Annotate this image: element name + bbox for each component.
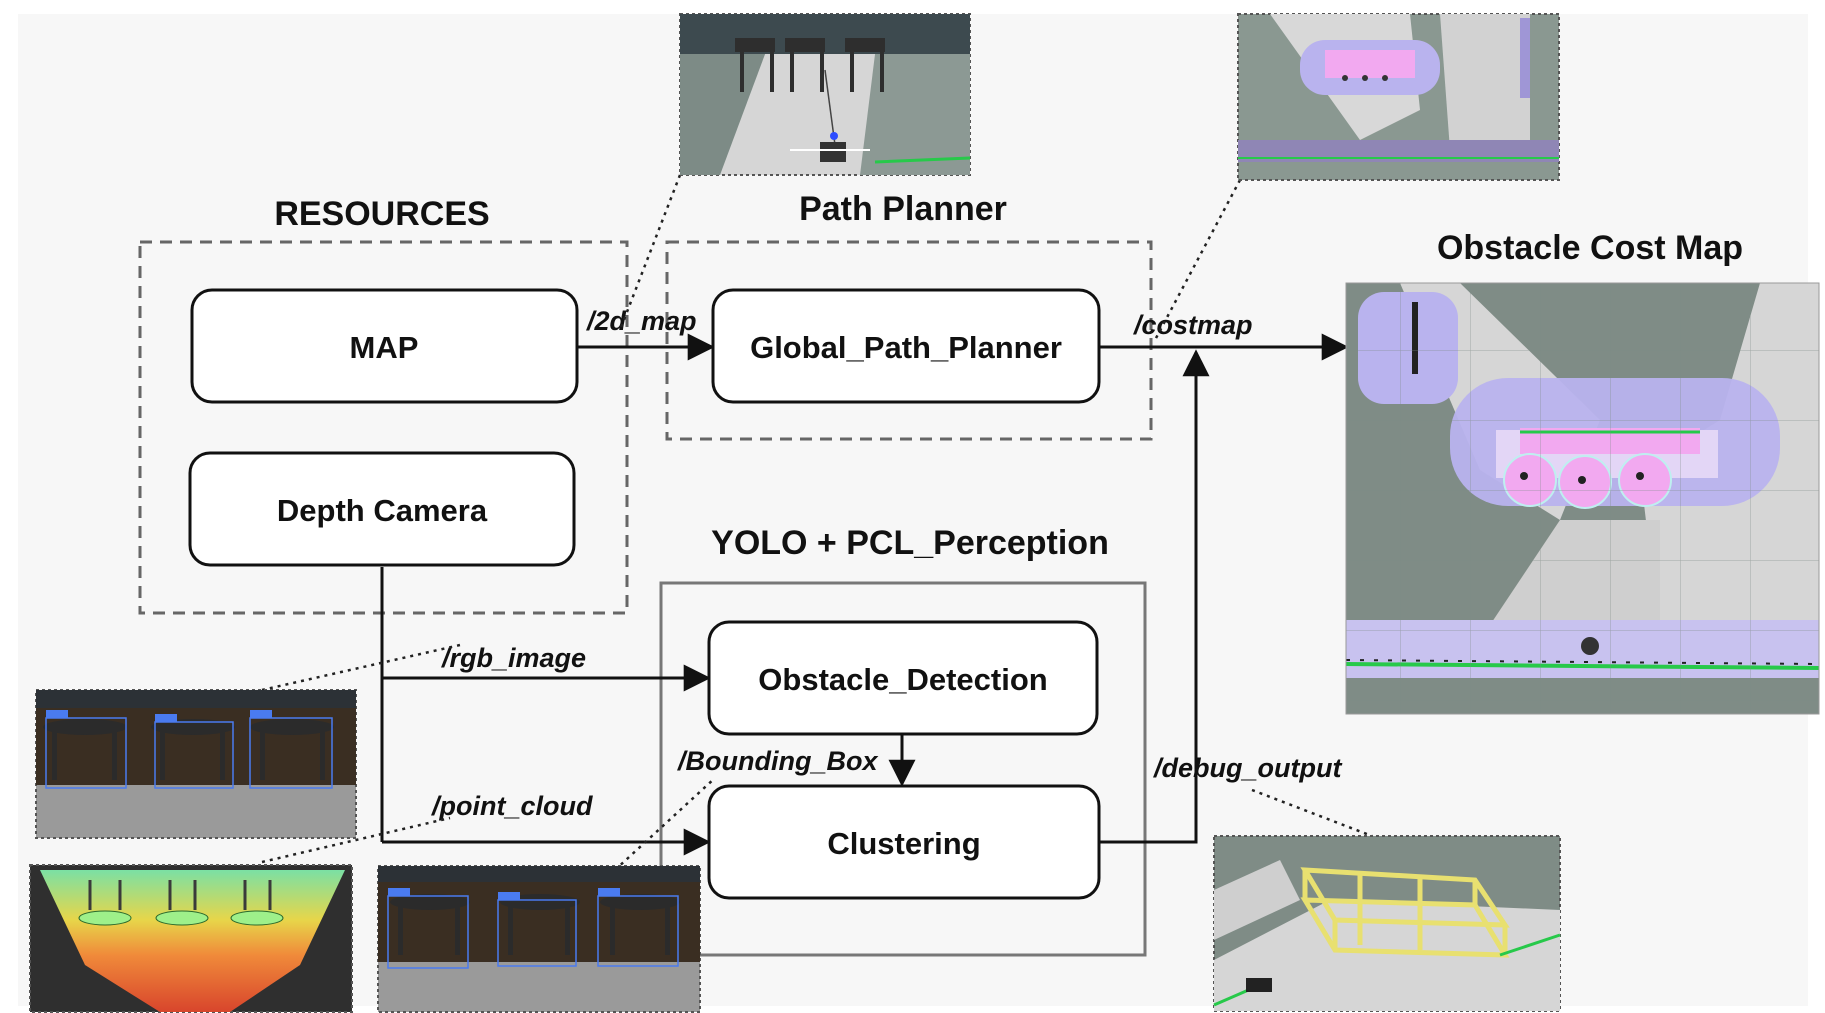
- thumbnail-costmap-overview: [1237, 13, 1560, 181]
- thumbnail-point-cloud: [29, 864, 353, 1013]
- path-planner-title: Path Planner: [799, 190, 1007, 228]
- callout-lines: [261, 174, 1373, 871]
- node-map-label: MAP: [350, 330, 419, 365]
- perception-title: YOLO + PCL_Perception: [711, 524, 1109, 562]
- topic-rgb-image: /rgb_image: [441, 643, 586, 673]
- node-obstacle-detection: Obstacle_Detection: [707, 620, 1099, 736]
- path-planner-group-box: [665, 240, 1153, 441]
- thumbnail-debug-output: [1213, 835, 1561, 1012]
- thumbnail-rgb-detection: [35, 689, 357, 839]
- thumbnail-path-planner-view: [679, 13, 971, 176]
- perception-group-box: [659, 581, 1147, 957]
- topic-bounding-box: /Bounding_Box: [677, 746, 878, 776]
- topic-costmap: /costmap: [1133, 310, 1253, 340]
- node-depth-camera: Depth Camera: [188, 451, 576, 567]
- node-global-path-planner: Global_Path_Planner: [711, 288, 1101, 404]
- node-obstacle-detection-label: Obstacle_Detection: [758, 662, 1047, 697]
- topic-2d-map: /2d_map: [586, 306, 697, 336]
- node-depth-camera-label: Depth Camera: [277, 493, 488, 528]
- node-map: MAP: [190, 288, 579, 404]
- topic-debug-output: /debug_output: [1153, 753, 1342, 783]
- node-clustering-label: Clustering: [827, 826, 980, 861]
- cost-map-title: Obstacle Cost Map: [1437, 229, 1743, 267]
- resources-title: RESOURCES: [274, 195, 489, 233]
- topic-point-cloud: /point_cloud: [431, 791, 593, 821]
- edge-clustering-to-costmap: [1099, 349, 1210, 844]
- obstacle-cost-map-image: [1345, 282, 1820, 715]
- node-clustering: Clustering: [707, 784, 1101, 900]
- thumbnail-bounding-box: [377, 865, 701, 1013]
- node-global-path-planner-label: Global_Path_Planner: [750, 330, 1062, 365]
